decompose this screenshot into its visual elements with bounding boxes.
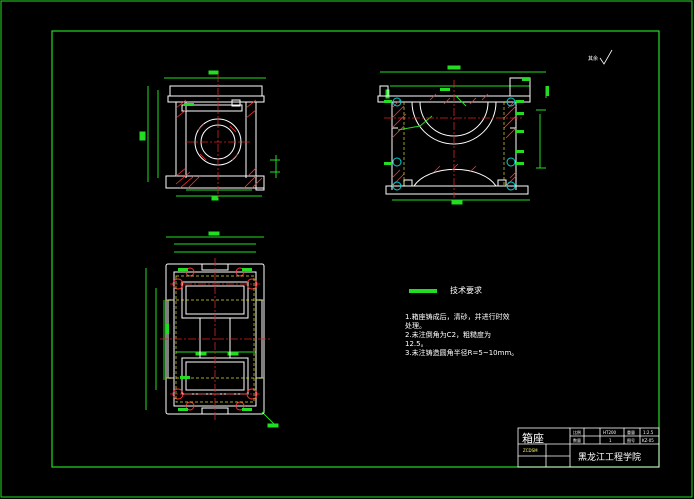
note-line: 1.箱座铸成后，清砂，并进行时效 bbox=[405, 313, 510, 321]
roughness-label: 其余 bbox=[588, 56, 599, 62]
note-line: 3.未注铸造圆角半径R=5~10mm。 bbox=[405, 349, 519, 357]
drawing-code: ZCDSM bbox=[523, 448, 538, 453]
part-name: 箱座 bbox=[522, 432, 544, 445]
scale-value: 1:2.5 bbox=[643, 430, 654, 435]
sheet-code: KZ-05 bbox=[642, 438, 654, 443]
qty-label: 数量 bbox=[573, 438, 581, 443]
drawing-frame bbox=[51, 30, 660, 468]
title-block bbox=[517, 427, 660, 468]
technical-notes: 1.箱座铸成后，清砂，并进行时效 处理。 2.未注倒角为C2，粗糙度为 12.5… bbox=[405, 313, 518, 358]
technical-requirements-title: 技术要求 bbox=[450, 286, 482, 295]
material-value: HT200 bbox=[603, 430, 617, 435]
note-line: 12.5。 bbox=[405, 340, 428, 348]
note-line: 2.未注倒角为C2，粗糙度为 bbox=[405, 331, 492, 339]
top-view bbox=[145, 231, 279, 428]
weight-label: 重量 bbox=[627, 430, 635, 435]
front-view bbox=[139, 70, 280, 201]
note-line: 处理。 bbox=[405, 322, 426, 330]
school-name: 黑龙江工程学院 bbox=[578, 453, 642, 463]
sheet-label: 图号 bbox=[627, 438, 635, 443]
scale-label: 比例 bbox=[573, 430, 581, 435]
side-section-view bbox=[377, 65, 549, 205]
roughness-symbol bbox=[599, 49, 613, 65]
technical-requirements-marker bbox=[409, 289, 437, 293]
qty-value: 1 bbox=[609, 438, 612, 443]
